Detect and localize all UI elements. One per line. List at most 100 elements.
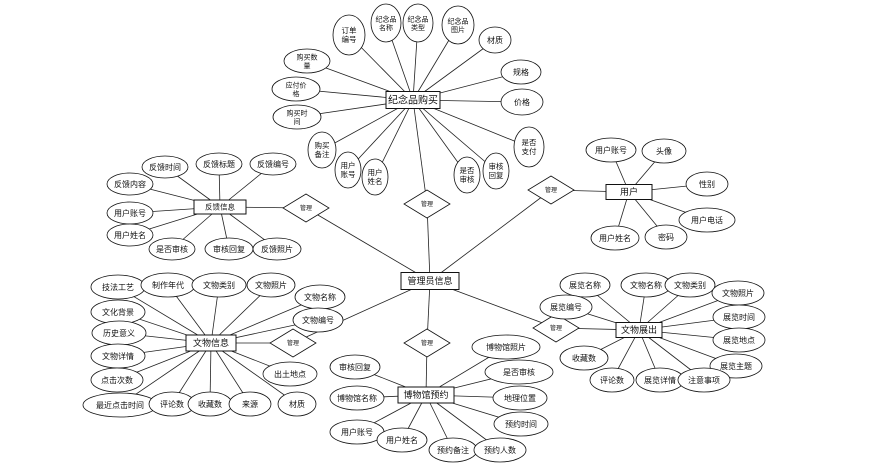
attribute-ellipse xyxy=(493,411,549,437)
attribute-relic: 出土地点 xyxy=(262,361,318,387)
attribute-label: 纪念品类型 xyxy=(408,14,429,32)
attribute-label: 购买时间 xyxy=(287,108,308,126)
attribute-relic: 材质 xyxy=(277,391,317,417)
attribute-ellipse xyxy=(484,359,554,385)
relationship-exhibit: 管理 xyxy=(532,313,580,343)
attribute-exhibit: 展览名称 xyxy=(559,272,611,298)
attribute-ellipse xyxy=(148,237,196,261)
attribute-label: 技法工艺 xyxy=(102,282,134,292)
attribute-label: 用户姓名 xyxy=(368,167,383,186)
relationship-label: 管理 xyxy=(550,324,562,332)
attribute-label: 反馈标题 xyxy=(203,159,235,169)
attribute-ellipse xyxy=(191,272,247,298)
relationship-souvenir: 管理 xyxy=(403,189,451,219)
attribute-ellipse xyxy=(471,334,541,360)
attribute-label: 文化背景 xyxy=(102,307,134,317)
attribute-exhibit: 展览时间 xyxy=(712,304,766,330)
attribute-ellipse xyxy=(246,272,296,298)
attribute-relic: 文化背景 xyxy=(90,299,146,325)
attribute-ellipse xyxy=(402,3,434,43)
attribute-ellipse xyxy=(441,5,475,45)
attribute-ellipse xyxy=(482,152,510,190)
attribute-ellipse xyxy=(685,171,729,197)
attribute-label: 用户账号 xyxy=(114,208,146,218)
attribute-ellipse xyxy=(283,48,331,74)
attribute-exhibit: 文物照片 xyxy=(711,280,765,306)
entity-label: 文物展出 xyxy=(621,324,657,336)
attribute-exhibit: 展览地点 xyxy=(712,327,766,353)
attribute-label: 制作年代 xyxy=(152,280,184,290)
attribute-label: 材质 xyxy=(487,35,503,45)
attribute-appointment: 是否审核 xyxy=(484,359,554,385)
attribute-ellipse xyxy=(262,361,318,387)
attribute-souvenir: 审核回复 xyxy=(482,152,510,190)
attribute-user: 用户姓名 xyxy=(590,225,640,251)
attribute-ellipse xyxy=(559,345,609,371)
attribute-relic: 历史意义 xyxy=(91,320,147,346)
attribute-relic: 来源 xyxy=(228,391,272,417)
attribute-ellipse xyxy=(228,391,272,417)
attribute-label: 用户姓名 xyxy=(386,435,418,445)
entity-box xyxy=(615,322,663,338)
attribute-label: 反馈照片 xyxy=(261,244,293,254)
attribute-exhibit: 文物类别 xyxy=(664,272,716,298)
entity-label: 反馈信息 xyxy=(205,202,235,212)
attribute-souvenir: 规格 xyxy=(500,59,542,85)
connector-line xyxy=(292,280,431,344)
attribute-label: 订单编号 xyxy=(342,25,357,44)
attribute-label: 出土地点 xyxy=(274,369,306,379)
entity-appointment: 博物馆预约 xyxy=(397,386,455,404)
relationship-diamond xyxy=(269,328,317,358)
connector-line xyxy=(210,342,298,405)
attribute-user: 性别 xyxy=(685,171,729,197)
attribute-label: 文物名称 xyxy=(304,292,336,302)
attribute-ellipse xyxy=(277,391,317,417)
attribute-label: 反馈时间 xyxy=(149,162,181,172)
attribute-appointment: 博物馆名称 xyxy=(329,385,385,411)
relationship-label: 管理 xyxy=(545,186,557,194)
entity-box xyxy=(397,386,455,404)
attribute-label: 最近点击时间 xyxy=(96,400,144,410)
relationship-diamond xyxy=(527,175,575,205)
attribute-souvenir: 购买数量 xyxy=(283,48,331,74)
attribute-souvenir: 订单编号 xyxy=(332,14,366,56)
attribute-ellipse xyxy=(272,104,322,130)
connector-line xyxy=(305,207,431,282)
attribute-exhibit: 展览编号 xyxy=(539,294,593,320)
attribute-label: 展览时间 xyxy=(723,312,755,322)
relationship-diamond xyxy=(532,313,580,343)
relationship-feedback: 管理 xyxy=(282,193,330,223)
attribute-appointment: 预约时间 xyxy=(493,411,549,437)
attribute-label: 购买备注 xyxy=(315,140,330,159)
entity-exhibit: 文物展出 xyxy=(615,322,663,338)
entity-label: 用户 xyxy=(620,186,638,198)
attribute-label: 用户账号 xyxy=(595,145,627,155)
attribute-appointment: 博物馆照片 xyxy=(471,334,541,360)
connector-line xyxy=(429,189,552,282)
attribute-appointment: 审核回复 xyxy=(329,354,381,380)
attribute-relic: 点击次数 xyxy=(90,367,144,393)
attribute-feedback: 反馈时间 xyxy=(141,155,189,179)
entity-relic: 文物信息 xyxy=(185,334,237,352)
attribute-relic: 技法工艺 xyxy=(90,274,146,300)
attribute-appointment: 预约人数 xyxy=(473,437,527,463)
attribute-ellipse xyxy=(712,327,766,353)
attribute-appointment: 用户账号 xyxy=(329,419,385,445)
attribute-relic: 文物名称 xyxy=(294,284,346,310)
attribute-label: 反馈编号 xyxy=(257,159,289,169)
attribute-label: 收藏数 xyxy=(572,353,596,363)
attribute-feedback: 是否审核 xyxy=(148,237,196,261)
attribute-user: 头像 xyxy=(641,138,687,164)
attribute-ellipse xyxy=(473,437,527,463)
attribute-souvenir: 是否审核 xyxy=(453,156,481,194)
attribute-souvenir: 纪念品名称 xyxy=(370,3,402,43)
relationship-diamond xyxy=(403,189,451,219)
attribute-relic: 文物类别 xyxy=(191,272,247,298)
attribute-label: 注意事项 xyxy=(688,375,720,385)
connector-line xyxy=(412,99,497,172)
diagram-shapes: 管理管理管理管理管理管理订单编号纪念品名称纪念品类型纪念品图片材质规格价格购买数… xyxy=(82,3,766,463)
attribute-souvenir: 购买备注 xyxy=(307,131,337,169)
relationship-diamond xyxy=(282,193,330,223)
attribute-label: 博物馆照片 xyxy=(486,342,526,352)
attribute-label: 用户姓名 xyxy=(114,230,146,240)
